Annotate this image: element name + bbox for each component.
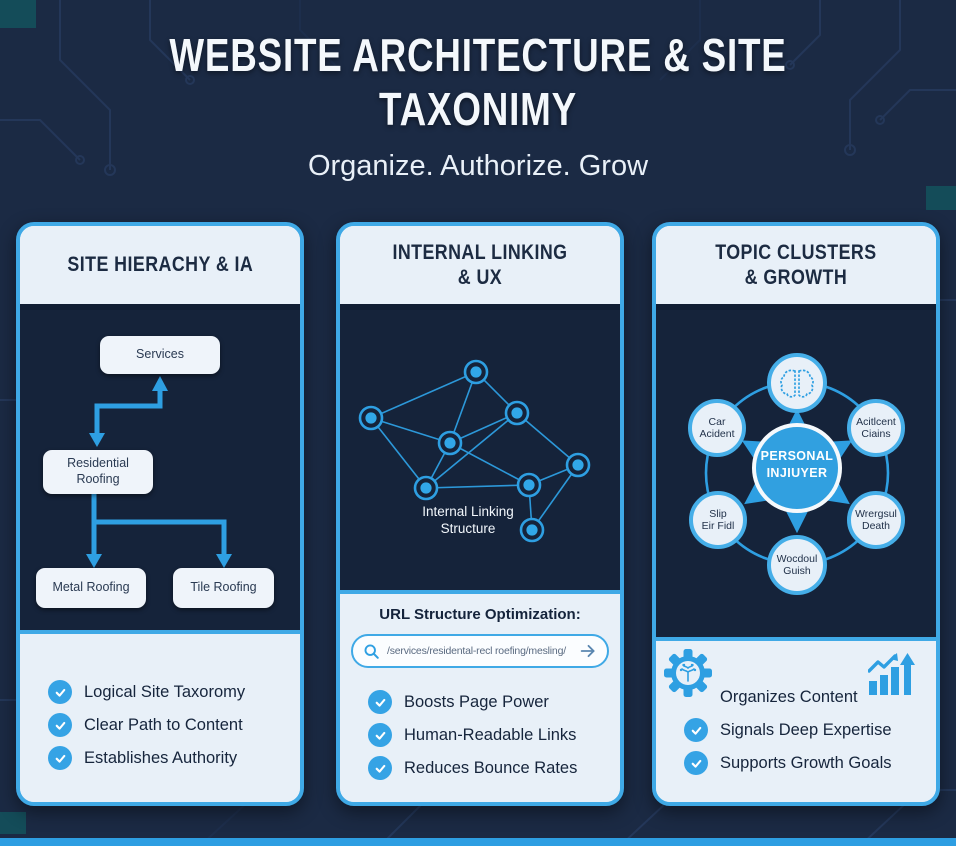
hub-center-label: PERSONAL INJIUYER [760, 449, 834, 480]
satellite-label-car-accident: Car Acident [699, 416, 735, 441]
card1-title: SITE HIERACHY & IA [67, 253, 253, 277]
check-icon [48, 746, 72, 770]
url-search-bar[interactable]: /services/residental-recl roefing/meslin… [351, 634, 609, 668]
site-hierarchy-diagram: Services Residential Roofing Metal Roofi… [20, 310, 300, 634]
list-item: Supports Growth Goals [684, 751, 926, 775]
satellite-label-slip-fall: Slip Eir Fidl [701, 508, 735, 533]
teal-corner-square [0, 0, 36, 28]
card1-header: SITE HIERACHY & IA [20, 226, 300, 310]
page-title: WEBSITE ARCHITECTURE & SITE TAXONIMY [169, 29, 787, 135]
list-item: Clear Path to Content [48, 713, 290, 737]
card1-footer: Logical Site Taxoromy Clear Path to Cont… [20, 634, 300, 802]
check-icon [684, 718, 708, 742]
check-icon [684, 751, 708, 775]
check-icon [368, 756, 392, 780]
brain-icon [780, 369, 814, 398]
gear-brain-icon [662, 647, 714, 704]
hub-spoke-graph [688, 353, 905, 595]
link-node [565, 452, 591, 478]
list-item: Signals Deep Expertise [684, 718, 926, 742]
bullet-label: Reduces Bounce Rates [404, 758, 578, 777]
internal-linking-diagram: Internal Linking Structure [340, 310, 620, 594]
check-icon [48, 680, 72, 704]
hub-center-circle [752, 423, 842, 513]
bullet-label: Logical Site Taxoromy [84, 682, 246, 701]
list-item: Organizes Content [684, 685, 926, 709]
list-item: Logical Site Taxoromy [48, 680, 290, 704]
bullet-label: Boosts Page Power [404, 692, 549, 711]
check-icon [48, 713, 72, 737]
bullet-label: Signals Deep Expertise [720, 720, 892, 739]
card2-bullet-list: Boosts Page Power Human-Readable Links R… [368, 690, 610, 780]
card2-footer: URL Structure Optimization: /services/re… [340, 594, 620, 802]
tree-node-residential-label: Residential Roofing [67, 456, 129, 486]
bullet-label: Supports Growth Goals [720, 753, 892, 772]
list-item: Boosts Page Power [368, 690, 610, 714]
hub-satellite [688, 353, 905, 595]
search-icon [363, 643, 380, 660]
check-icon [368, 690, 392, 714]
topic-cluster-diagram: PERSONAL INJIUYER Car Acident Acitlcent … [656, 310, 936, 641]
card-site-hierarchy: SITE HIERACHY & IA Services Residential … [16, 222, 304, 806]
card3-bullet-list: Organizes Content Signals Deep Expertise… [684, 685, 926, 775]
tree-node-metal-label: Metal Roofing [52, 580, 130, 595]
link-node [519, 517, 545, 543]
card-internal-linking: INTERNAL LINKING & UX [336, 222, 624, 806]
tree-node-residential-roofing: Residential Roofing [43, 450, 153, 494]
list-item: Reduces Bounce Rates [368, 756, 610, 780]
card3-header: TOPIC CLUSTERS & GROWTH [656, 226, 936, 310]
tree-node-metal-roofing: Metal Roofing [36, 568, 146, 608]
tree-connectors [86, 376, 232, 568]
bullet-label: Organizes Content [720, 687, 858, 706]
link-node [437, 430, 463, 456]
link-node [413, 475, 439, 501]
url-input-value[interactable]: /services/residental-recl roefing/meslin… [387, 645, 566, 657]
list-item: Establishes Authority [48, 746, 290, 770]
bullet-label: Clear Path to Content [84, 715, 243, 734]
tree-node-tile-label: Tile Roofing [190, 580, 257, 595]
satellite-label-bottom: Wocdoul Guish [776, 553, 818, 578]
card3-footer: Organizes Content Signals Deep Expertise… [656, 641, 936, 802]
tree-node-services: Services [100, 336, 220, 374]
tree-node-services-label: Services [136, 347, 184, 362]
card1-bullet-list: Logical Site Taxoromy Clear Path to Cont… [48, 680, 290, 770]
growth-chart-icon [867, 653, 916, 700]
card2-header: INTERNAL LINKING & UX [340, 226, 620, 310]
network-caption: Internal Linking Structure [422, 504, 514, 536]
arrow-right-icon[interactable] [580, 644, 597, 658]
bullet-label: Establishes Authority [84, 748, 238, 767]
page-header: WEBSITE ARCHITECTURE & SITE TAXONIMY Org… [0, 28, 956, 183]
link-node [516, 472, 542, 498]
card-topic-clusters: TOPIC CLUSTERS & GROWTH [652, 222, 940, 806]
tree-node-tile-roofing: Tile Roofing [173, 568, 274, 608]
card3-title: TOPIC CLUSTERS & GROWTH [715, 240, 877, 289]
bullet-label: Human-Readable Links [404, 725, 577, 744]
satellite-label-wrongful-death: Wrergsul Death [855, 508, 897, 533]
url-section-heading: URL Structure Optimization: [379, 606, 581, 623]
link-node [463, 359, 489, 385]
link-node [358, 405, 384, 431]
card2-title: INTERNAL LINKING & UX [392, 240, 568, 289]
link-node [504, 400, 530, 426]
teal-bottom-square [0, 812, 26, 834]
teal-edge-square [926, 186, 956, 210]
bottom-accent-bar [0, 838, 956, 846]
page-subtitle: Organize. Authorize. Grow [307, 150, 649, 182]
check-icon [368, 723, 392, 747]
list-item: Human-Readable Links [368, 723, 610, 747]
link-network-graph [358, 359, 591, 543]
satellite-label-accident-claims: Acitlcent Ciains [856, 416, 896, 441]
